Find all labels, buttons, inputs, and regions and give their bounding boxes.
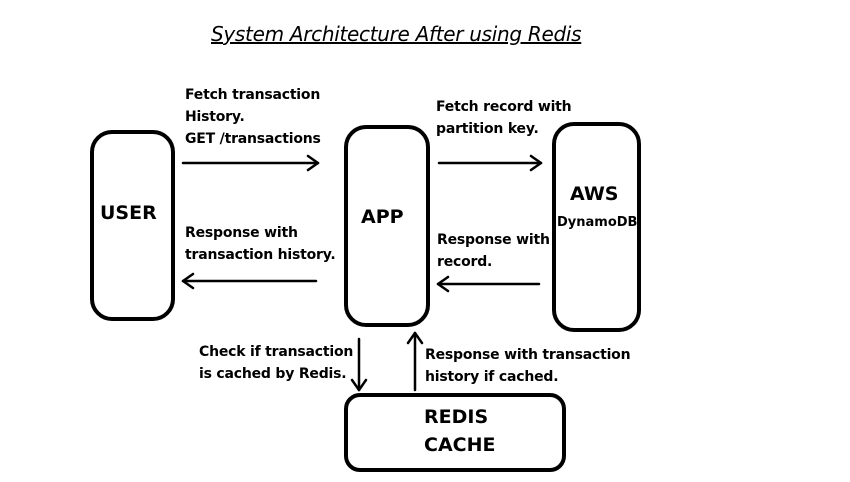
aws-node-sublabel: DynamoDB [557, 215, 638, 230]
label-app-to-user-line: transaction history. [185, 247, 336, 263]
redis-node-label-line2: CACHE [424, 434, 496, 456]
label-app-to-user-line: Response with [185, 225, 298, 241]
label-user-to-app-line: History. [185, 109, 245, 125]
label-app-to-user: Response with transaction history. [185, 222, 336, 266]
arrow-app-to-redis [350, 337, 368, 392]
label-user-to-app: Fetch transaction History. GET /transact… [185, 84, 321, 150]
label-user-to-app-line: GET /transactions [185, 131, 321, 147]
label-app-to-aws: Fetch record with partition key. [436, 96, 572, 140]
label-aws-to-app-line: Response with [437, 232, 550, 248]
aws-node-label: AWS [570, 183, 619, 205]
label-app-to-aws-line: Fetch record with [436, 99, 572, 115]
redis-node-label-line1: REDIS [424, 406, 489, 428]
arrow-aws-to-app [436, 275, 541, 293]
arrow-redis-to-app [406, 331, 424, 392]
arrow-app-to-aws [437, 154, 543, 172]
label-redis-to-app: Response with transaction history if cac… [425, 344, 631, 388]
label-redis-to-app-line: Response with transaction [425, 347, 631, 363]
label-aws-to-app-line: record. [437, 254, 493, 270]
label-user-to-app-line: Fetch transaction [185, 87, 321, 103]
diagram-title: System Architecture After using Redis [211, 22, 582, 46]
app-node-label: APP [361, 206, 404, 228]
label-redis-to-app-line: history if cached. [425, 369, 559, 385]
arrow-user-to-app [181, 154, 320, 172]
redis-node [344, 393, 566, 472]
user-node [90, 130, 175, 321]
aws-node [552, 122, 641, 332]
label-app-to-redis-line: is cached by Redis. [199, 366, 347, 382]
label-app-to-redis: Check if transaction is cached by Redis. [199, 341, 353, 385]
label-app-to-redis-line: Check if transaction [199, 344, 354, 360]
label-aws-to-app: Response with record. [437, 229, 550, 273]
label-app-to-aws-line: partition key. [436, 121, 539, 137]
app-node [344, 125, 430, 327]
user-node-label: USER [100, 202, 157, 224]
arrow-app-to-user [181, 272, 318, 290]
